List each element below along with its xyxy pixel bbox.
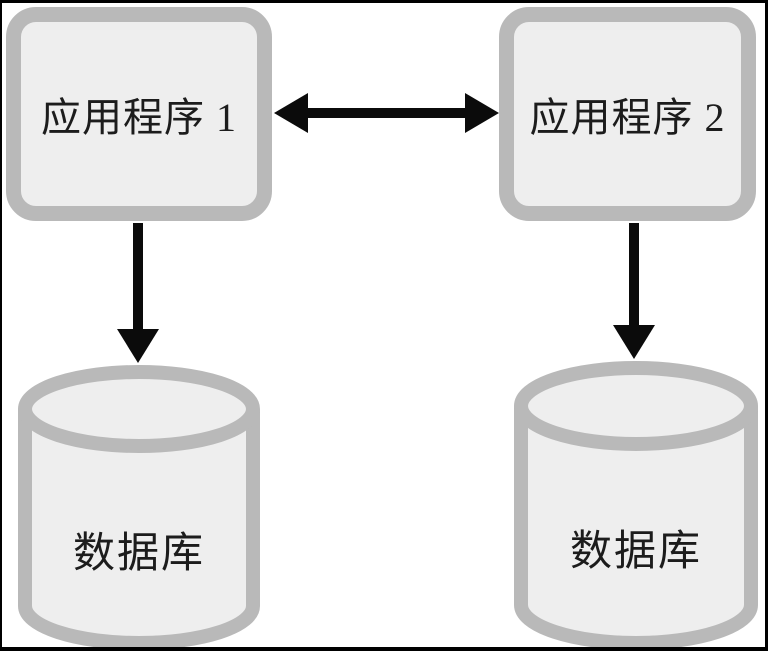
database-cylinder-icon: [514, 361, 758, 647]
node-database-1-label: 数据库: [72, 530, 205, 577]
node-application-2: 应用程序 2: [499, 7, 756, 221]
node-application-1-label: 应用程序 1: [41, 95, 237, 140]
node-application-2-body: 应用程序 2: [514, 22, 741, 206]
node-database-1: 数据库: [17, 363, 261, 647]
edge-app2-db2-down-arrow: [613, 223, 655, 359]
node-database-2-label: 数据库: [569, 528, 702, 575]
node-application-2-label: 应用程序 2: [529, 95, 726, 140]
edge-app1-app2-bidirectional-arrow: [274, 93, 499, 133]
database-cylinder-icon: [18, 365, 260, 647]
node-application-1-body: 应用程序 1: [21, 22, 257, 206]
node-database-2: 数据库: [513, 359, 759, 647]
edge-app1-db1-down-arrow: [117, 223, 159, 363]
node-application-1: 应用程序 1: [6, 7, 272, 221]
